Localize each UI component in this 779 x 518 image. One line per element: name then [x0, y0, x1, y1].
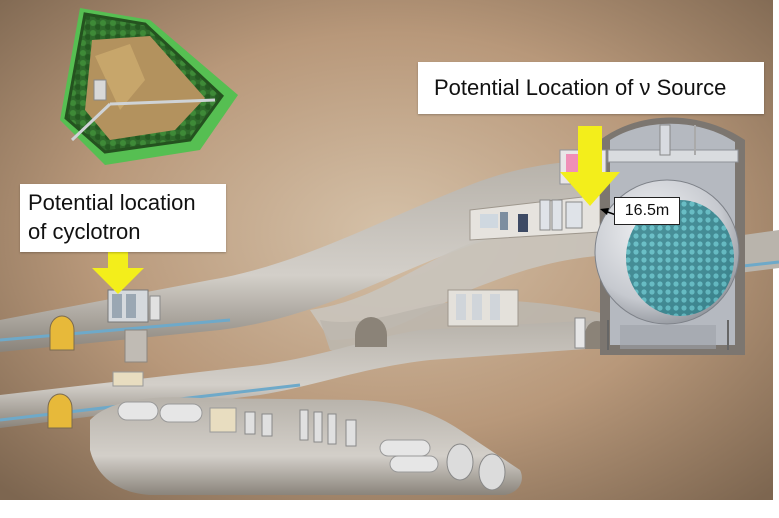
cyclotron-label-line1: Potential location	[28, 190, 196, 215]
down-arrow-icon	[92, 252, 144, 294]
neutrino-symbol: ν	[639, 75, 651, 100]
pmt-array	[626, 200, 734, 316]
tunnel-doors	[47, 315, 609, 429]
bottom-strip	[0, 500, 779, 518]
cyclotron-equipment	[107, 289, 161, 387]
cyclotron-label-line2: of cyclotron	[28, 219, 141, 244]
cyclotron-location-label: Potential location of cyclotron	[20, 184, 226, 252]
source-label-prefix: Potential Location of	[434, 75, 640, 100]
down-arrow-icon	[560, 126, 620, 206]
neutrino-source-location-label: Potential Location of ν Source	[418, 62, 764, 114]
detector-diameter-label: 16.5m	[614, 197, 680, 225]
lower-hall	[90, 397, 522, 495]
source-label-suffix: Source	[650, 75, 727, 100]
mountain-inset	[60, 8, 238, 165]
control-room	[447, 194, 601, 349]
